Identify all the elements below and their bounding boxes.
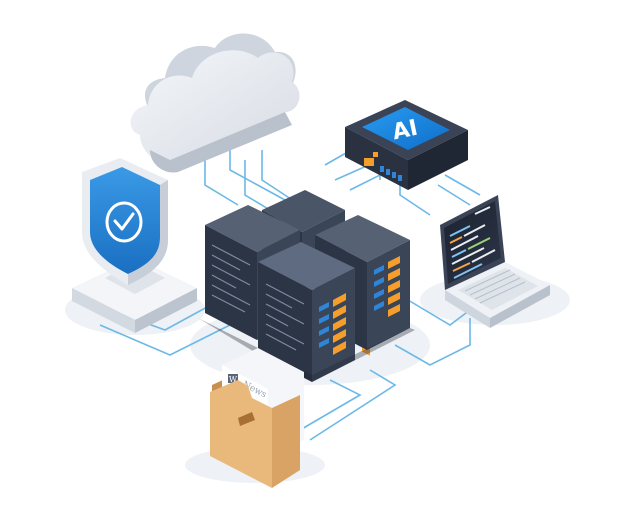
ai-label: AI xyxy=(390,116,420,146)
server-rack-front xyxy=(258,242,355,382)
server-base xyxy=(198,318,415,382)
code-lines xyxy=(449,206,496,279)
cloud-icon xyxy=(130,33,300,173)
laptop-code-icon xyxy=(440,195,550,328)
server-rack-icon xyxy=(198,190,415,382)
keyboard-keys xyxy=(464,269,526,304)
doc-badge: W xyxy=(229,375,238,384)
folder-icon: W News xyxy=(210,348,304,488)
ai-chip-icon: AI xyxy=(345,100,468,356)
shield-check-icon xyxy=(82,158,168,285)
